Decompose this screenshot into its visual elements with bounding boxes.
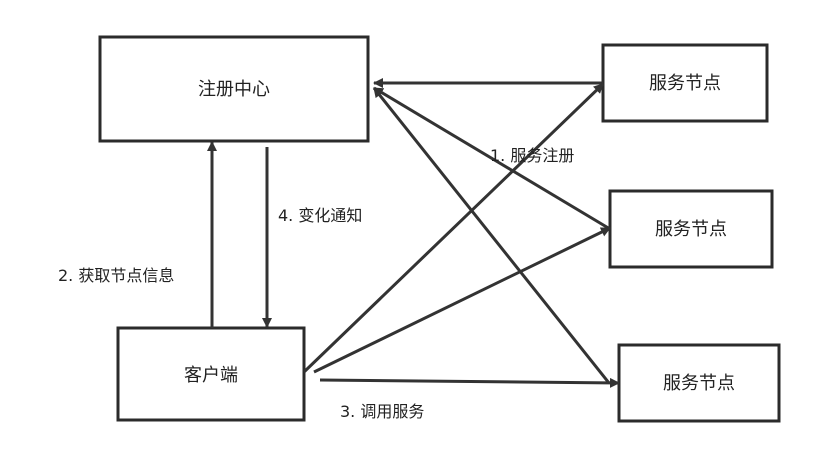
service-node-3-label: 服务节点 — [663, 373, 735, 394]
notify-label: 4. 变化通知 — [278, 206, 362, 225]
invoke-arrow-2 — [313, 226, 611, 374]
invoke-label: 3. 调用服务 — [340, 402, 424, 421]
register-arrow-2 — [373, 86, 611, 231]
invoke-arrow-3 — [319, 377, 620, 388]
fetch-label: 2. 获取节点信息 — [58, 266, 174, 285]
service-node-2-label: 服务节点 — [655, 219, 727, 240]
client-node: 客户端 — [116, 326, 306, 422]
register-arrow-3 — [372, 87, 611, 384]
service-node-2: 服务节点 — [608, 189, 774, 269]
service-node-1: 服务节点 — [601, 43, 769, 123]
register-label: 1. 服务注册 — [490, 146, 574, 165]
registry-label: 注册中心 — [198, 79, 270, 100]
service-node-1-label: 服务节点 — [649, 73, 721, 94]
registry-node: 注册中心 — [98, 35, 370, 143]
service-node-3: 服务节点 — [617, 343, 781, 423]
client-label: 客户端 — [184, 365, 238, 386]
invoke-arrow-1 — [302, 82, 605, 374]
